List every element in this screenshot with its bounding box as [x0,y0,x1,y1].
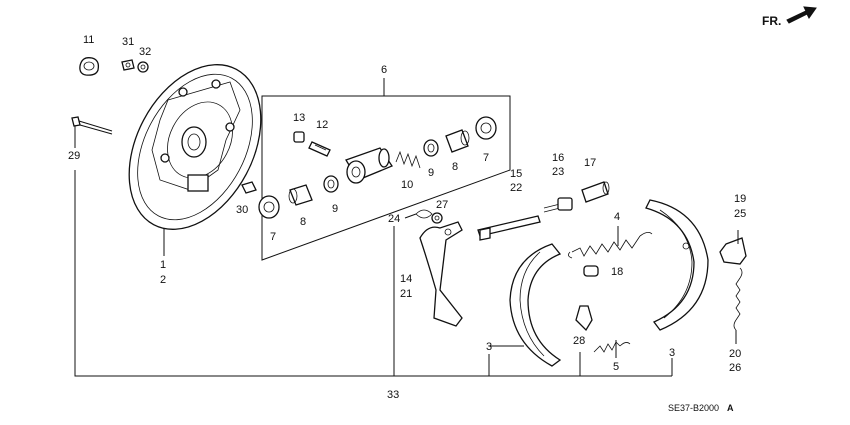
callout-21: 21 [400,288,412,300]
spring-5 [593,341,631,353]
callout-10: 10 [401,179,413,191]
callout-13: 13 [293,112,305,124]
brake-shoe-left [509,243,562,367]
parking-lever [419,221,463,327]
spring-10 [395,150,421,169]
callout-20: 20 [729,348,741,360]
bracket-19 [719,237,747,265]
callout-16: 16 [552,152,564,164]
washer-27 [431,212,443,224]
callout-11: 11 [83,34,94,46]
callout-3: 3 [486,341,492,353]
callout-27: 27 [436,199,448,211]
strut [477,215,541,241]
callout-26: 26 [729,362,741,374]
callout-8-left: 8 [300,216,306,228]
callout-33: 33 [387,389,399,401]
wheel-cylinder-10 [345,147,393,184]
callout-18: 18 [611,266,623,278]
piston-8 [445,129,470,153]
return-spring-4 [568,232,653,259]
callout-24: 24 [388,213,400,225]
cup-9 [423,139,439,157]
direction-arrow-icon [786,6,817,24]
callout-9: 9 [428,167,434,179]
bleeder-screw-12 [308,141,331,157]
diagram-code: SE37-B2000 [668,403,719,413]
callout-6: 6 [381,64,387,76]
piston-8-left [288,184,313,206]
bleeder-30 [241,181,257,194]
adjuster-nut-17 [581,181,610,203]
callout-8: 8 [452,161,458,173]
adjuster-screw [543,197,573,213]
callout-15: 15 [510,168,522,180]
retainer-28 [575,305,593,332]
bolt-29 [71,116,113,135]
backing-plate [128,64,262,230]
callout-14: 14 [400,273,412,285]
direction-label: FR. [762,14,781,28]
callout-28: 28 [573,335,585,347]
callout-4: 4 [614,211,620,223]
callout-31: 31 [122,36,134,48]
callout-1: 1 [160,259,166,271]
nut-31 [121,59,135,71]
cup-9-left [323,175,339,193]
boot-7 [475,116,497,140]
callout-30: 30 [236,204,248,216]
callout-17: 17 [584,157,596,169]
callout-29: 29 [68,150,80,162]
callout-2: 2 [160,274,166,286]
leader-lines [74,78,739,377]
cup-13 [293,131,305,143]
callout-12: 12 [316,119,328,131]
brake-shoe-right [645,199,709,331]
callout-3-right: 3 [669,347,675,359]
boot-7-left [258,195,280,219]
diagram-code-suffix: A [727,403,734,413]
pin-18 [583,265,599,277]
callout-7-left: 7 [270,231,276,243]
washer-32 [137,61,149,73]
spring-20 [733,267,743,331]
callout-9-left: 9 [332,203,338,215]
grommet [79,57,100,76]
clip-24 [415,209,433,219]
callout-25: 25 [734,208,746,220]
callout-5: 5 [613,361,619,373]
callout-7: 7 [483,152,489,164]
callout-19: 19 [734,193,746,205]
callout-32: 32 [139,46,151,58]
callout-22: 22 [510,182,522,194]
callout-23: 23 [552,166,564,178]
